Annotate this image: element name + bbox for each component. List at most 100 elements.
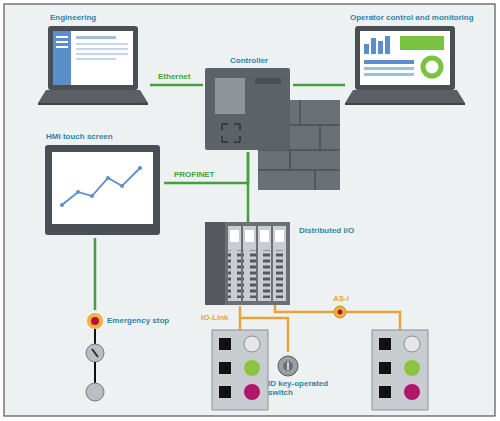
device-node: Emergency stop xyxy=(85,310,185,332)
key-switch xyxy=(278,356,298,376)
distributed-io-device xyxy=(258,226,271,301)
distributed-io-device xyxy=(258,250,271,298)
sensor-module xyxy=(379,386,391,398)
sensor-module xyxy=(372,330,428,410)
frame xyxy=(4,4,495,416)
distributed-io-device xyxy=(205,222,225,305)
distributed-io-device xyxy=(228,226,241,301)
network-label: PROFINET xyxy=(172,170,216,179)
engineering-laptop xyxy=(56,41,68,43)
operator-laptop xyxy=(378,41,383,54)
operator-laptop xyxy=(345,103,465,105)
device-label: Engineering xyxy=(50,13,96,22)
as-i-wire xyxy=(275,305,400,330)
engineering-laptop xyxy=(56,46,68,48)
hmi-panel xyxy=(60,203,64,207)
device-label: Emergency stop xyxy=(107,316,169,325)
engineering-laptop xyxy=(76,53,128,55)
controller-device xyxy=(222,124,240,142)
network-line xyxy=(240,306,288,352)
sensor-module xyxy=(219,386,231,398)
device-node: ID key-operated switch xyxy=(266,352,346,404)
device-label: Distributed I/O xyxy=(299,226,354,235)
emergency-stop-button xyxy=(91,317,99,325)
distributed-io-device xyxy=(230,230,239,242)
operator-laptop xyxy=(360,31,450,85)
hmi-panel xyxy=(138,166,142,170)
switch-chain xyxy=(94,329,96,344)
network-line xyxy=(150,84,203,87)
engineering-laptop xyxy=(48,26,138,90)
as-i-connector xyxy=(338,310,343,315)
sensor-module xyxy=(404,336,420,352)
engineering-laptop xyxy=(38,103,148,105)
device-label: Controller xyxy=(230,56,268,65)
network-line xyxy=(94,238,97,310)
engineering-laptop xyxy=(53,31,71,85)
operator-laptop xyxy=(364,67,414,70)
sensor-module xyxy=(379,338,391,350)
sensor-module xyxy=(219,362,231,374)
emergency-stop-button xyxy=(87,313,103,329)
operator-laptop xyxy=(423,58,441,76)
distributed-io-device xyxy=(245,230,254,242)
controller-device xyxy=(205,68,290,150)
device-label: HMI touch screen xyxy=(46,132,113,141)
distributed-io-device xyxy=(273,250,286,298)
operator-laptop xyxy=(345,26,465,105)
switch-chain xyxy=(94,362,96,383)
distributed-io-device xyxy=(273,226,286,301)
sensor-module xyxy=(244,384,260,400)
operator-laptop xyxy=(385,36,390,54)
operator-laptop xyxy=(355,26,455,90)
operator-laptop xyxy=(371,38,376,54)
sensor-module xyxy=(219,338,231,350)
hmi-panel xyxy=(76,190,80,194)
hmi-panel xyxy=(90,194,94,198)
engineering-laptop xyxy=(76,43,128,45)
sensor-module xyxy=(244,360,260,376)
controller-device xyxy=(255,78,281,84)
operator-laptop xyxy=(364,73,414,76)
sensor-module xyxy=(372,330,428,410)
distributed-io-device xyxy=(228,250,241,298)
operator-laptop xyxy=(345,90,465,103)
distributed-io-device xyxy=(243,226,256,301)
hmi-panel xyxy=(45,145,160,235)
engineering-laptop xyxy=(38,26,148,105)
sensor-module xyxy=(212,330,268,410)
sensor-module xyxy=(212,330,268,410)
sensor-module xyxy=(404,360,420,376)
network-line xyxy=(247,152,250,222)
engineering-laptop xyxy=(76,48,128,50)
switch-chain xyxy=(86,329,104,401)
controller-device xyxy=(205,68,290,150)
key-switch xyxy=(283,361,293,371)
operator-laptop xyxy=(364,44,369,54)
network-label: Ethernet xyxy=(156,72,192,81)
hmi-panel xyxy=(52,152,153,224)
device-label: Operator control and monitoring xyxy=(350,13,474,22)
io-link-wire xyxy=(239,318,242,330)
key-switch xyxy=(278,356,298,376)
distributed-io-device xyxy=(205,222,290,305)
key-switch xyxy=(287,362,289,370)
engineering-laptop xyxy=(38,90,148,103)
hmi-panel xyxy=(62,168,140,205)
network-line xyxy=(164,152,248,183)
device-node: Engineering xyxy=(40,13,150,105)
operator-laptop xyxy=(364,60,414,64)
device-node: Controller xyxy=(203,56,293,152)
distributed-io-device xyxy=(205,222,290,305)
sensor-module xyxy=(379,362,391,374)
hmi-panel xyxy=(106,176,110,180)
engineering-laptop xyxy=(53,31,133,85)
distributed-io-device xyxy=(275,230,284,242)
engineering-laptop xyxy=(56,36,68,38)
device-label: ID key-operated switch xyxy=(268,379,342,397)
sensor-module xyxy=(404,384,420,400)
sensor-module xyxy=(244,336,260,352)
distributed-io-device xyxy=(260,230,269,242)
